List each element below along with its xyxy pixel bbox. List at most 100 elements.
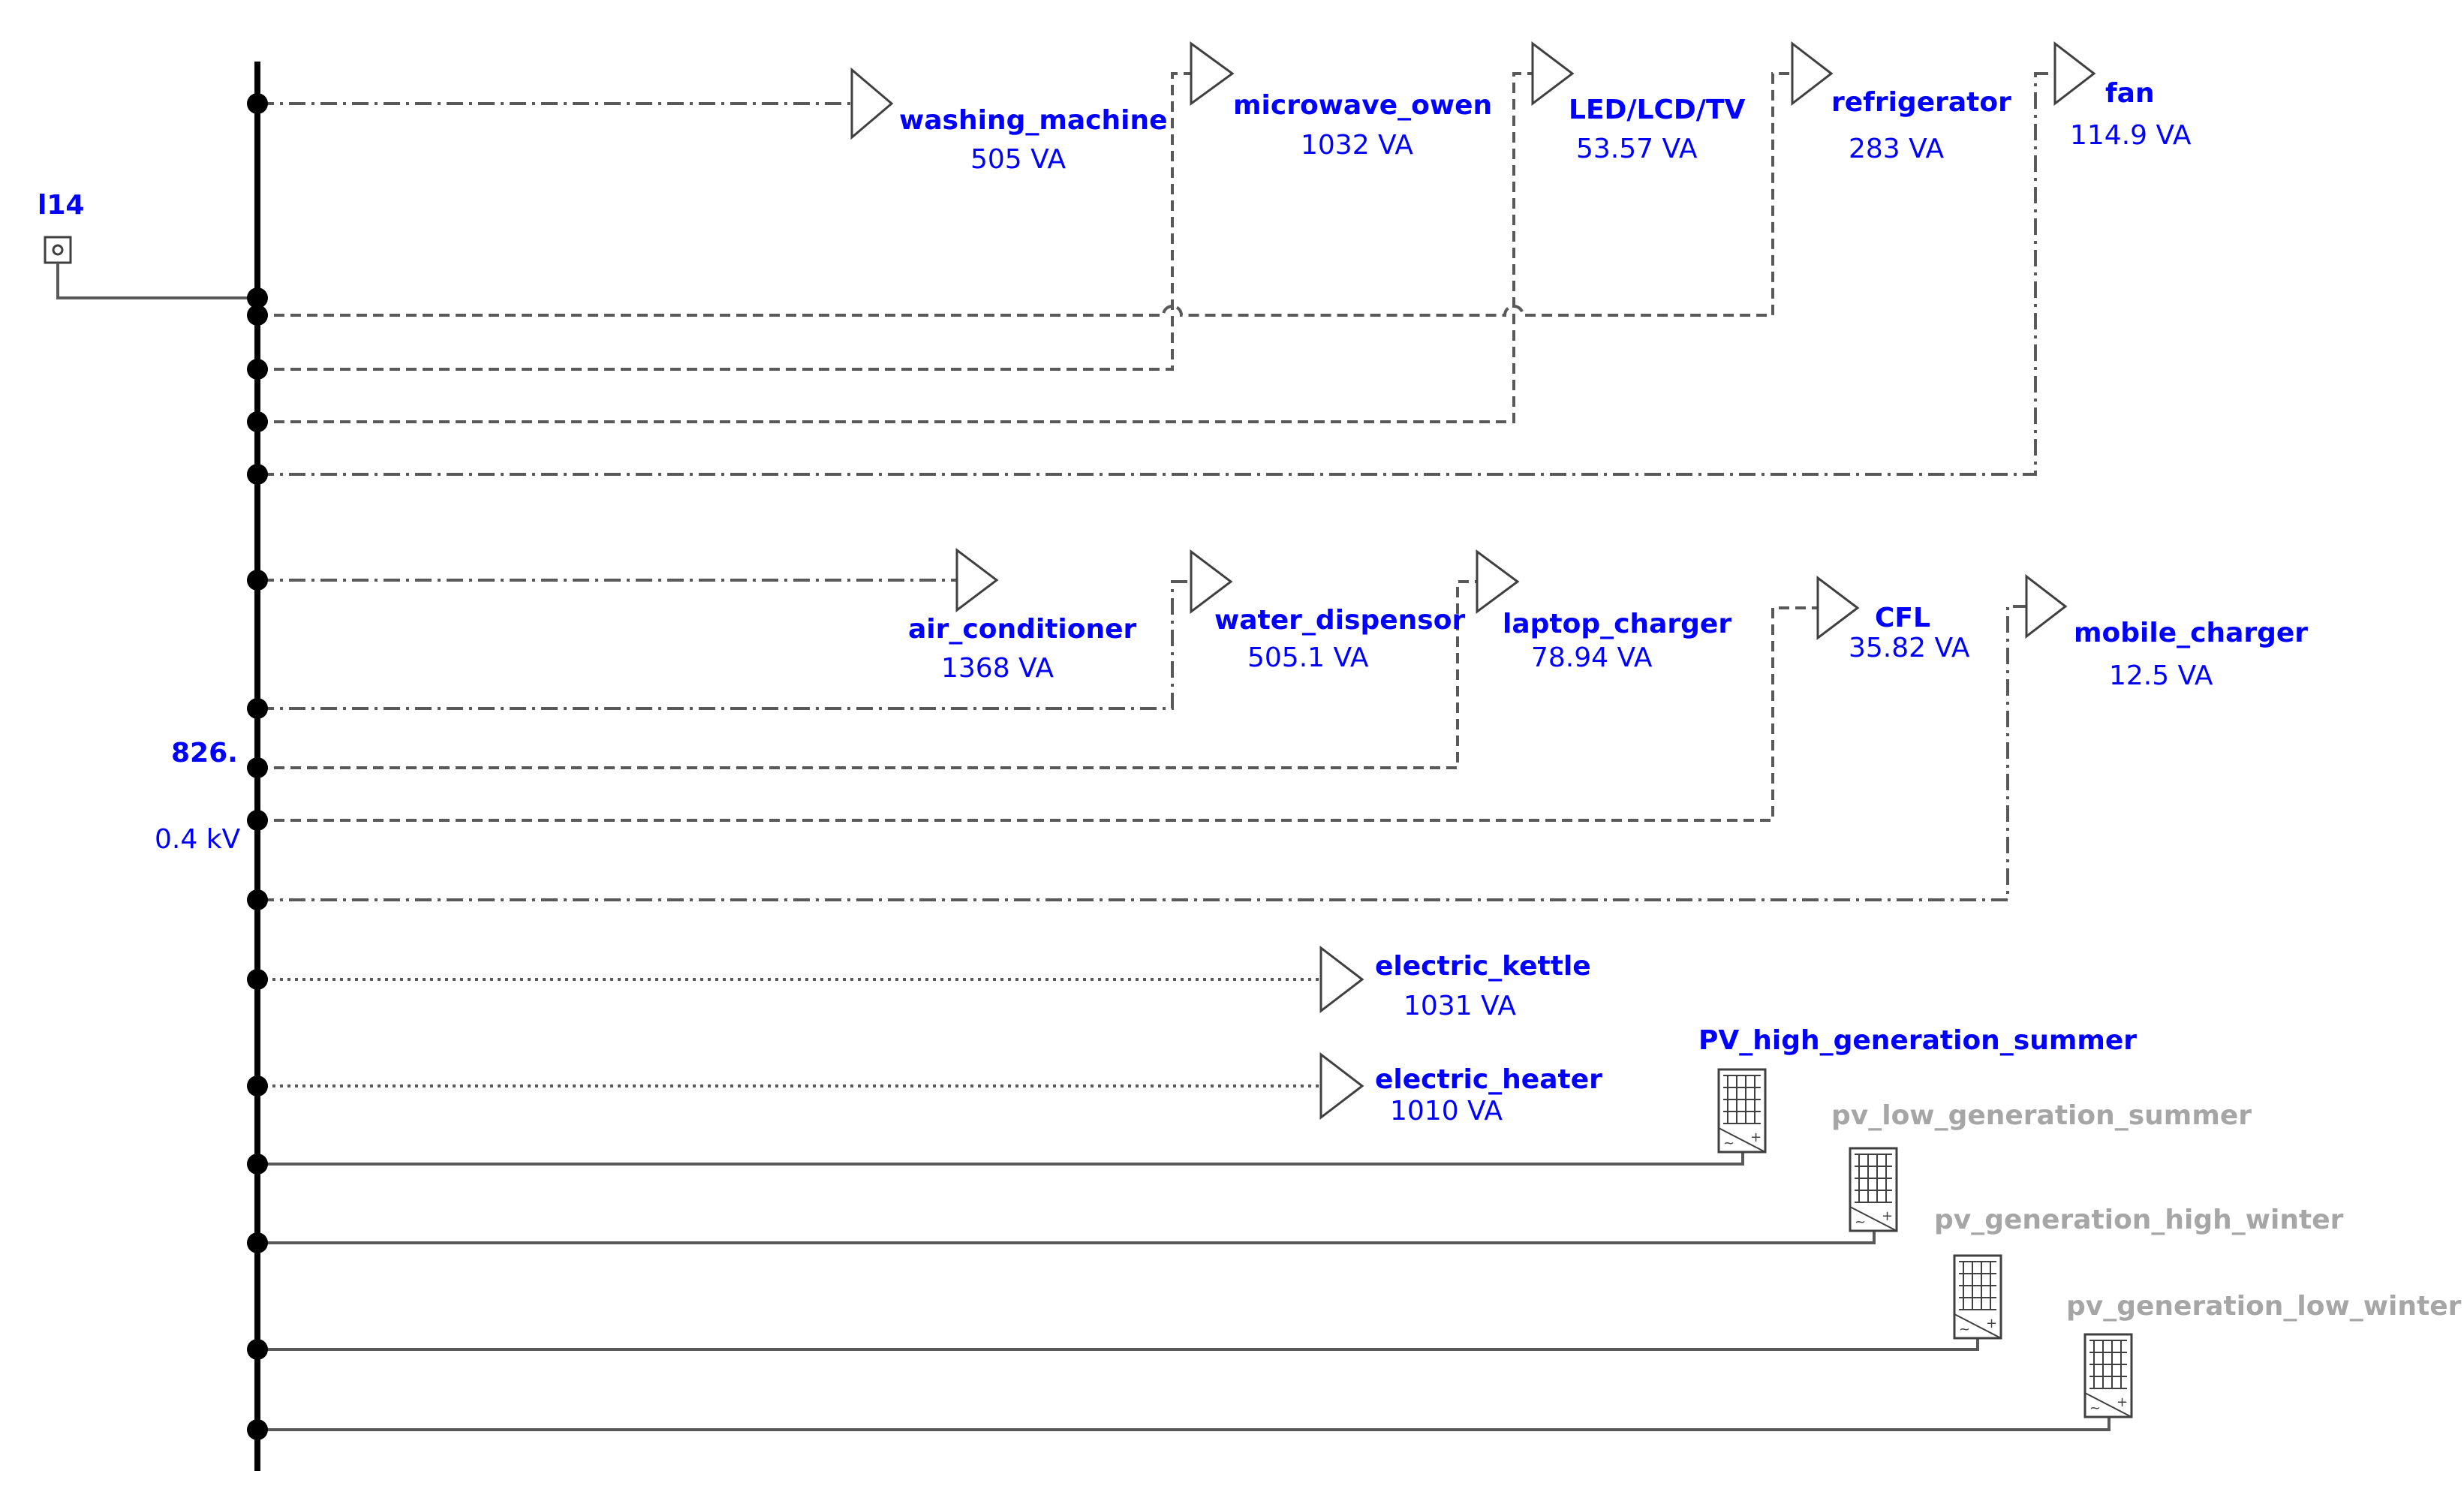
grid-source-label: l14 xyxy=(38,190,84,221)
load-refrigerator[interactable]: refrigerator 283 VA xyxy=(1791,41,2011,164)
terminal-dot[interactable] xyxy=(247,810,268,831)
load-name: washing_machine xyxy=(899,105,1168,136)
load-cfl[interactable]: CFL 35.82 VA xyxy=(1816,575,1970,663)
terminal-dot[interactable] xyxy=(247,1339,268,1360)
bus-voltage-label: 0.4 kV xyxy=(155,824,241,855)
load-water-dispensor[interactable]: water_dispensor 505.1 VA xyxy=(1190,549,1465,673)
load-triangle-icon xyxy=(955,547,999,613)
line-cfl[interactable] xyxy=(257,606,1818,822)
load-name: air_conditioner xyxy=(908,614,1137,645)
external-grid-icon-center xyxy=(52,244,64,256)
load-triangle-icon xyxy=(1190,549,1233,615)
load-name: microwave_owen xyxy=(1233,90,1492,121)
pv-panel-icon: ~ + xyxy=(1953,1254,2002,1340)
load-name: fan xyxy=(2105,78,2155,109)
load-triangle-icon xyxy=(2025,573,2068,639)
line-mobile-charger[interactable] xyxy=(257,605,2026,901)
terminal-dot[interactable] xyxy=(247,93,268,114)
terminal-dot[interactable] xyxy=(247,698,268,719)
terminal-dot[interactable] xyxy=(247,570,268,591)
pv-panel-icon: ~ + xyxy=(1849,1147,1898,1232)
terminal-dot[interactable] xyxy=(247,359,268,380)
line-pv-high-generation-summer[interactable] xyxy=(257,1152,1744,1166)
load-triangle-icon xyxy=(850,67,894,140)
svg-text:~: ~ xyxy=(1723,1136,1734,1151)
load-electric-heater[interactable]: electric_heater 1010 VA xyxy=(1319,1051,1602,1127)
load-value: 1031 VA xyxy=(1403,991,1516,1021)
svg-text:+: + xyxy=(1882,1208,1893,1224)
load-name: CFL xyxy=(1875,603,1930,633)
line-pv-generation-high-winter[interactable] xyxy=(257,1338,1979,1351)
terminal-dot[interactable] xyxy=(247,757,268,778)
pv-name: pv_low_generation_summer xyxy=(1831,1100,2252,1131)
terminal-dot[interactable] xyxy=(247,305,268,326)
load-air-conditioner[interactable]: air_conditioner 1368 VA xyxy=(908,547,1137,684)
load-triangle-icon xyxy=(1319,1051,1364,1121)
load-name: water_dispensor xyxy=(1214,605,1465,636)
terminal-dot[interactable] xyxy=(247,287,268,308)
load-value: 78.94 VA xyxy=(1531,642,1653,673)
svg-text:+: + xyxy=(1986,1316,1997,1331)
bus-name-label: 826. xyxy=(171,738,238,769)
pv-low-generation-summer[interactable]: pv_low_generation_summer ~ + xyxy=(1831,1100,2252,1232)
terminal-dot[interactable] xyxy=(247,889,268,910)
load-value: 114.9 VA xyxy=(2070,120,2192,151)
line-pv-low-generation-summer[interactable] xyxy=(257,1231,1876,1244)
load-triangle-icon xyxy=(1190,41,1235,106)
terminal-dot[interactable] xyxy=(247,1419,268,1440)
line-led-lcd-tv[interactable] xyxy=(257,72,1533,423)
load-mobile-charger[interactable]: mobile_charger 12.5 VA xyxy=(2025,573,2308,691)
load-name: electric_heater xyxy=(1375,1064,1602,1095)
load-triangle-icon xyxy=(1531,41,1575,107)
load-triangle-icon xyxy=(1476,549,1520,614)
load-value: 1032 VA xyxy=(1301,130,1413,161)
line-laptop-charger[interactable] xyxy=(257,580,1477,769)
pv-generation-high-winter[interactable]: pv_generation_high_winter ~ + xyxy=(1934,1205,2344,1340)
line-fan[interactable] xyxy=(257,72,2055,476)
load-value: 283 VA xyxy=(1849,134,1944,164)
load-triangle-icon xyxy=(1319,945,1364,1014)
terminal-dot[interactable] xyxy=(247,411,268,432)
terminal-dot[interactable] xyxy=(247,1075,268,1096)
load-laptop-charger[interactable]: laptop_charger 78.94 VA xyxy=(1476,549,1731,673)
terminal-dot[interactable] xyxy=(247,969,268,990)
pv-name: pv_generation_low_winter xyxy=(2066,1291,2462,1322)
pv-high-generation-summer[interactable]: PV_high_generation_summer ~ + xyxy=(1698,1025,2137,1154)
load-name: laptop_charger xyxy=(1503,609,1731,639)
load-value: 35.82 VA xyxy=(1849,633,1970,663)
load-value: 1010 VA xyxy=(1390,1096,1503,1127)
line-pv-generation-low-winter[interactable] xyxy=(257,1417,2110,1431)
pv-panel-icon: ~ + xyxy=(2083,1333,2133,1418)
load-triangle-icon xyxy=(1816,575,1860,641)
load-washing-machine[interactable]: washing_machine 505 VA xyxy=(850,67,1168,175)
svg-text:+: + xyxy=(1750,1130,1762,1145)
load-triangle-icon xyxy=(1791,41,1834,107)
bus-terminals xyxy=(247,93,268,1440)
terminal-dot[interactable] xyxy=(247,464,268,485)
line-refrigerator[interactable] xyxy=(257,72,1792,317)
terminal-dot[interactable] xyxy=(247,1154,268,1175)
load-value: 53.57 VA xyxy=(1576,134,1698,164)
pv-name: PV_high_generation_summer xyxy=(1698,1025,2137,1056)
load-led-lcd-tv[interactable]: LED/LCD/TV 53.57 VA xyxy=(1531,41,1746,164)
svg-text:~: ~ xyxy=(1855,1214,1866,1230)
grid-connection-line xyxy=(56,263,257,299)
pv-panel-icon: ~ + xyxy=(1717,1068,1767,1154)
load-microwave-owen[interactable]: microwave_owen 1032 VA xyxy=(1190,41,1492,161)
pv-generation-low-winter[interactable]: pv_generation_low_winter ~ + xyxy=(2066,1291,2462,1418)
load-name: electric_kettle xyxy=(1375,951,1591,982)
external-grid-icon xyxy=(44,236,72,264)
line-microwave-owen[interactable] xyxy=(257,72,1191,371)
load-value: 505 VA xyxy=(970,144,1066,175)
terminal-dot[interactable] xyxy=(247,1232,268,1253)
load-fan[interactable]: fan 114.9 VA xyxy=(2053,41,2192,151)
load-value: 505.1 VA xyxy=(1247,642,1369,673)
load-electric-kettle[interactable]: electric_kettle 1031 VA xyxy=(1319,945,1591,1021)
line-water-dispensor[interactable] xyxy=(257,580,1191,710)
load-name: mobile_charger xyxy=(2074,618,2308,648)
load-value: 12.5 VA xyxy=(2109,660,2213,691)
load-name: refrigerator xyxy=(1831,87,2011,118)
svg-text:~: ~ xyxy=(1959,1322,1970,1337)
grid-source-l14[interactable]: l14 xyxy=(38,190,257,299)
